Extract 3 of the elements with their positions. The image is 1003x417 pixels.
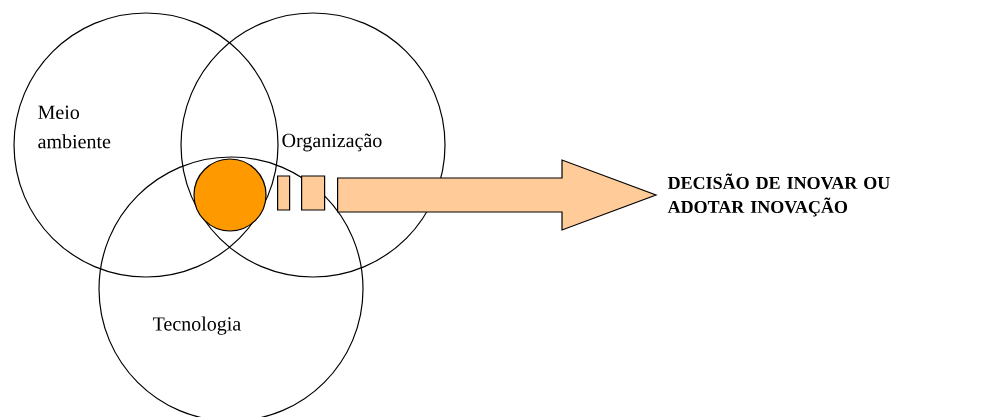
- filled-circle: [193, 158, 267, 232]
- decision-text: DECISÃO DE INOVAR OU ADOTAR INOVAÇÃO: [667, 173, 890, 217]
- block-arrow: [277, 159, 658, 231]
